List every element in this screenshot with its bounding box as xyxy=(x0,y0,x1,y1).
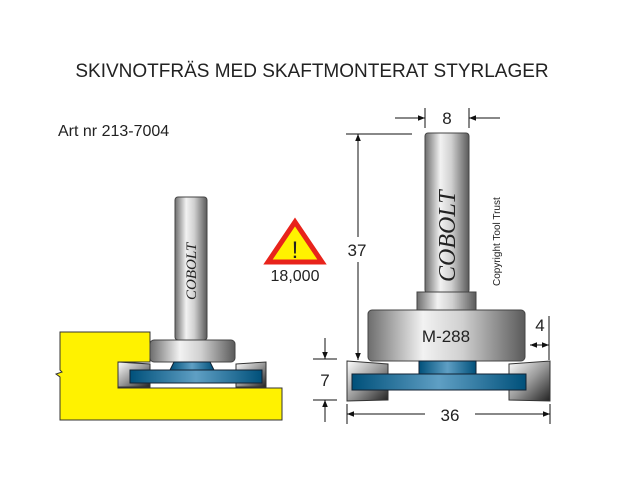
blade-hub xyxy=(418,360,477,376)
dimension-lines xyxy=(313,108,551,424)
collar xyxy=(416,291,477,311)
title: SKIVNOTFRÄS MED SKAFTMONTERAT STYRLAGER xyxy=(75,61,548,82)
max-speed: 18,000 xyxy=(271,268,320,285)
workpiece-illustration: COBOLT xyxy=(54,196,283,421)
dim-bearing-offset: 4 xyxy=(535,316,544,335)
cutter-disc xyxy=(129,369,263,384)
copyright: Copyright Tool Trust xyxy=(492,197,503,286)
dim-cut-height: 7 xyxy=(320,371,329,390)
dim-cut-diameter: 36 xyxy=(441,406,460,425)
warning-triangle-icon: ! xyxy=(263,217,327,265)
dim-shank-diameter: 8 xyxy=(442,109,451,128)
svg-text:!: ! xyxy=(292,237,299,264)
brand-label: COBOLT xyxy=(435,189,461,282)
bearing-label: M-288 xyxy=(422,327,470,346)
cutter-disc xyxy=(351,373,527,391)
bearing xyxy=(149,339,236,363)
workpiece xyxy=(54,331,283,421)
article-number: Art nr 213-7004 xyxy=(58,123,169,140)
brand-label: COBOLT xyxy=(184,241,200,300)
blade-hub xyxy=(169,361,215,371)
tool-detail: COBOLT M-288 xyxy=(346,132,551,402)
dim-total-length: 37 xyxy=(348,241,367,260)
